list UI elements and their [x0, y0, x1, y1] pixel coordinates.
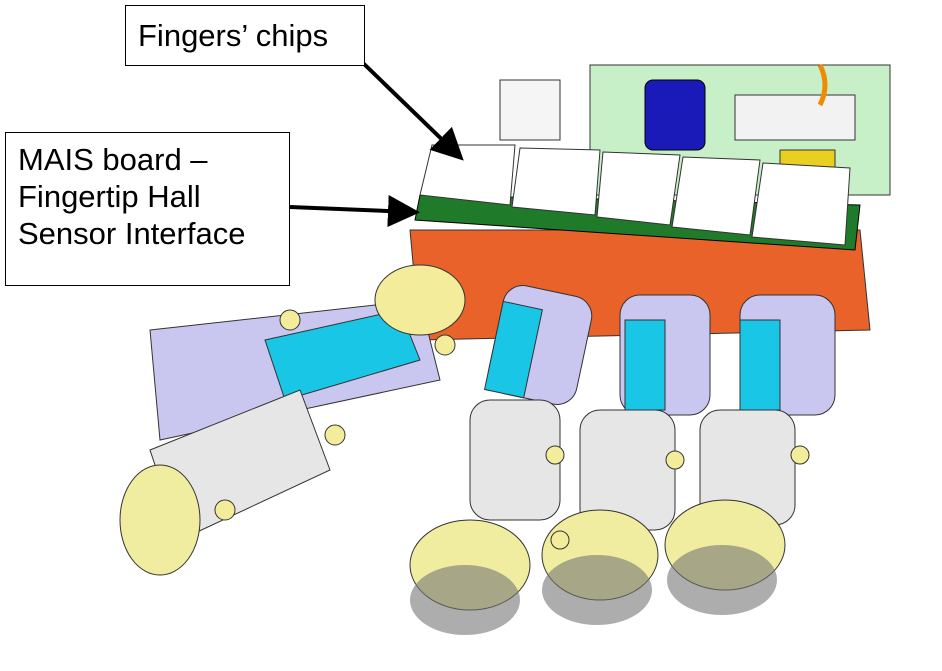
mais-board-label-line3: Sensor Interface [18, 216, 246, 251]
mais-board-arrow [289, 195, 420, 228]
chip-4 [671, 156, 761, 236]
mais-board-callout: MAIS board – Fingertip Hall Sensor Inter… [5, 132, 290, 286]
fingers-chips-callout: Fingers’ chips [125, 5, 365, 66]
chips-arrow [360, 60, 464, 161]
fingers [119, 264, 836, 635]
fingers-chips-label: Fingers’ chips [138, 18, 329, 53]
finger-chips [419, 144, 851, 246]
finger-ring [664, 294, 836, 615]
finger-index [409, 285, 593, 635]
mais-board-label-line2: Fingertip Hall [18, 179, 201, 214]
joint-screws [214, 309, 810, 550]
chip-1 [419, 144, 516, 206]
finger-middle [541, 294, 711, 625]
mais-board-label-line1: MAIS board – [18, 142, 208, 177]
chip-2 [511, 147, 601, 216]
chip-3 [596, 151, 681, 226]
chip-5 [751, 162, 851, 246]
thumb [119, 264, 466, 576]
